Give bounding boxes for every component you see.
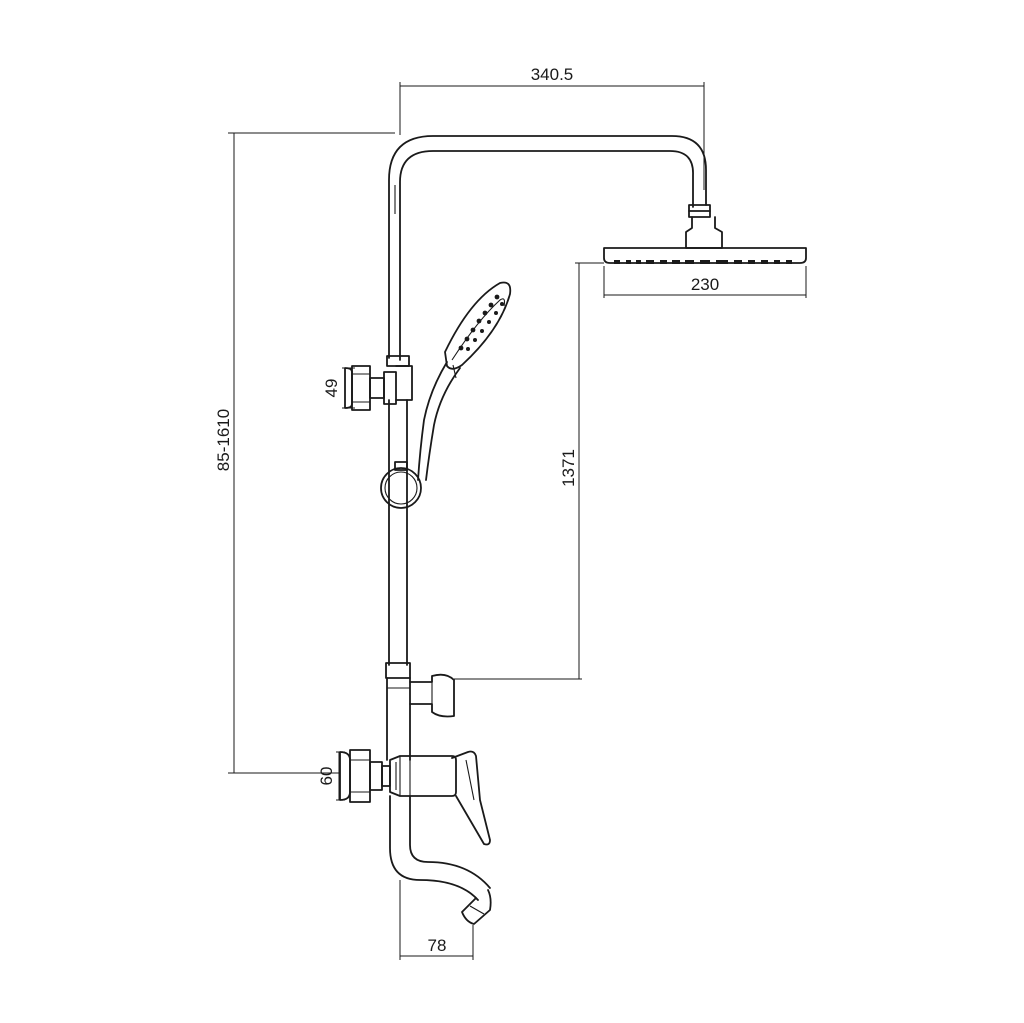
nozzle-row (614, 260, 792, 264)
upper-wall-bracket (344, 365, 413, 411)
diverter-knob (409, 673, 455, 718)
dim-height-range: 85-1610 (214, 409, 233, 471)
mixer-body (389, 750, 491, 846)
hand-shower-nozzles (458, 294, 504, 351)
dimension-lines (228, 82, 807, 960)
shower-column (385, 135, 707, 761)
dim-arm-reach: 340.5 (531, 65, 574, 84)
lower-wall-bracket (339, 749, 391, 803)
dim-head-diameter: 230 (691, 275, 719, 294)
dim-mixer-bracket: 60 (317, 767, 336, 786)
bath-spout (389, 795, 492, 925)
dim-spout-reach: 78 (428, 936, 447, 955)
dim-head-height: 1371 (559, 449, 578, 487)
dim-slide-bracket: 49 (322, 379, 341, 398)
rain-shower-head (603, 204, 807, 264)
hand-shower (380, 281, 512, 509)
